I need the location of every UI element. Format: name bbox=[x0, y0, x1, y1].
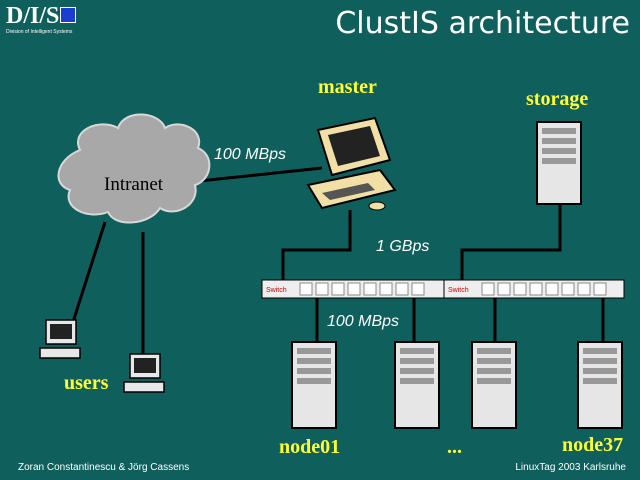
node-server-a-icon bbox=[394, 341, 440, 429]
cable-storage-switch bbox=[460, 205, 562, 280]
link-speed-backbone: 1 GBps bbox=[376, 238, 430, 255]
node01-label: node01 bbox=[279, 436, 341, 458]
intranet-cloud-icon bbox=[57, 113, 211, 224]
intranet-label: Intranet bbox=[104, 174, 164, 195]
storage-label: storage bbox=[526, 88, 589, 110]
logo-square-icon bbox=[60, 7, 77, 23]
logo-subtitle: Division of Intelligent Systems bbox=[6, 29, 73, 35]
cable-intranet-user1 bbox=[70, 221, 107, 326]
user-computer-2-icon bbox=[123, 353, 165, 393]
storage-server-icon bbox=[536, 121, 582, 205]
users-label: users bbox=[64, 372, 109, 394]
node-server-b-icon bbox=[471, 341, 517, 429]
dis-logo: D/I/S Division of Intelligent Systems bbox=[6, 4, 96, 38]
node37-server-icon bbox=[577, 341, 623, 429]
node01-server-icon bbox=[291, 341, 337, 429]
switch-left-icon: Switch bbox=[261, 279, 445, 299]
cables bbox=[70, 166, 605, 358]
switch-left-label: Switch bbox=[266, 287, 287, 294]
user-computer-1-icon bbox=[39, 319, 81, 359]
link-speed-intranet-master: 100 MBps bbox=[214, 146, 287, 163]
cable-intranet-master bbox=[189, 166, 323, 184]
footer-event: LinuxTag 2003 Karlsruhe bbox=[515, 462, 626, 473]
switch-right-icon: Switch bbox=[443, 279, 625, 299]
footer-authors: Zoran Constantinescu & Jörg Cassens bbox=[18, 462, 190, 473]
master-computer-icon bbox=[306, 116, 397, 211]
logo-text: D/I/S bbox=[6, 3, 60, 29]
nodes-ellipsis-label: ... bbox=[447, 436, 462, 458]
master-label: master bbox=[318, 76, 377, 98]
slide-title: ClustIS architecture bbox=[335, 6, 630, 41]
switch-right-label: Switch bbox=[448, 287, 469, 294]
node37-label: node37 bbox=[562, 434, 624, 456]
cable-master-switch bbox=[281, 210, 352, 280]
link-speed-nodes: 100 MBps bbox=[327, 313, 400, 330]
